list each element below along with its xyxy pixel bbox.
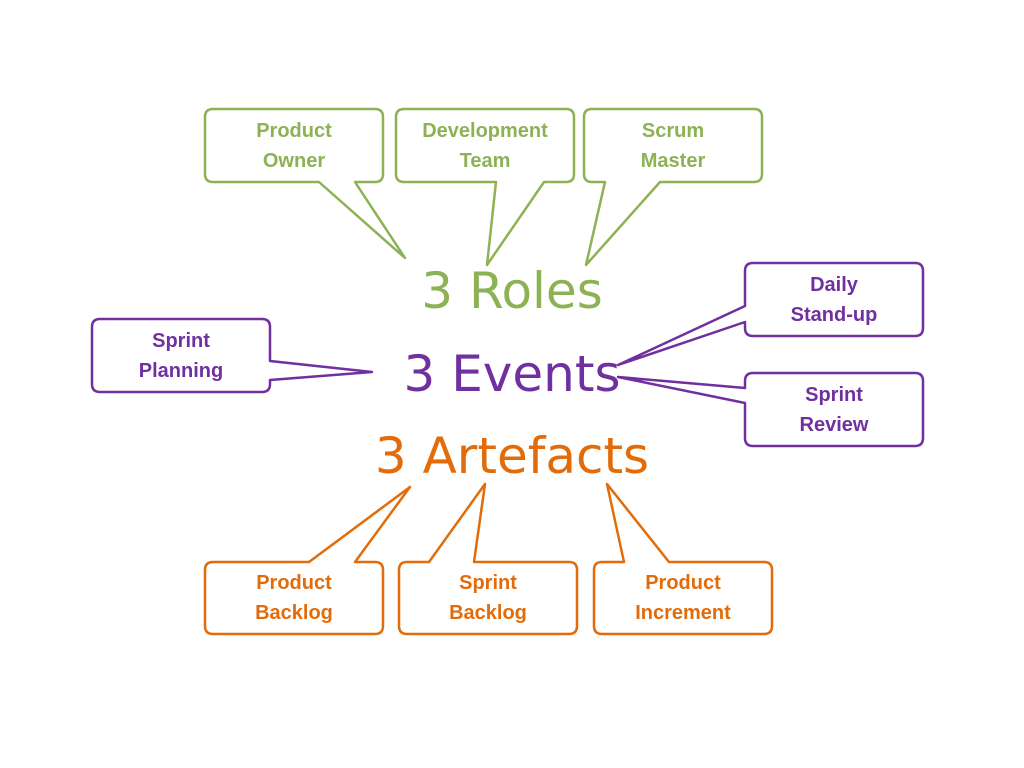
label-product-backlog: Product Backlog (205, 562, 383, 634)
label-line: Product (645, 572, 721, 594)
label-line: Development (422, 119, 548, 142)
label-line: Backlog (449, 602, 527, 624)
label-sprint-backlog: Sprint Backlog (399, 562, 577, 634)
label-line: Product (256, 119, 332, 142)
label-line: Planning (138, 359, 224, 382)
title-artefacts: 3 Artefacts (374, 427, 650, 485)
callout-product-backlog (203, 485, 412, 636)
label-product-increment: Product Increment (594, 562, 772, 634)
label-line: Sprint (152, 329, 210, 352)
label-daily-standup: Daily Stand-up (745, 263, 923, 336)
label-line: Scrum (641, 119, 705, 142)
label-line: Sprint (459, 572, 517, 594)
callout-daily-standup (616, 261, 925, 367)
label-line: Master (640, 149, 706, 172)
label-line: Increment (635, 602, 731, 624)
title-events: 3 Events (403, 345, 621, 403)
label-development-team: Development Team (396, 109, 574, 182)
callout-development-team (394, 107, 576, 267)
label-sprint-planning: Sprint Planning (92, 319, 270, 392)
callout-product-owner (203, 107, 407, 260)
label-line: Sprint (805, 383, 863, 406)
callout-scrum-master (582, 107, 764, 267)
label-line: Product (256, 572, 332, 594)
label-sprint-review: Sprint Review (745, 373, 923, 446)
callout-product-increment (592, 482, 774, 636)
label-line: Daily (810, 273, 858, 296)
callout-sprint-review (616, 371, 925, 448)
callout-sprint-backlog (397, 482, 579, 636)
label-line: Stand-up (790, 303, 878, 326)
title-roles: 3 Roles (421, 262, 603, 320)
label-product-owner: Product Owner (205, 109, 383, 182)
label-scrum-master: Scrum Master (584, 109, 762, 182)
label-line: Team (459, 149, 511, 172)
label-line: Owner (262, 149, 326, 172)
label-line: Backlog (255, 602, 333, 624)
label-line: Review (799, 413, 869, 436)
callout-sprint-planning (90, 317, 374, 394)
